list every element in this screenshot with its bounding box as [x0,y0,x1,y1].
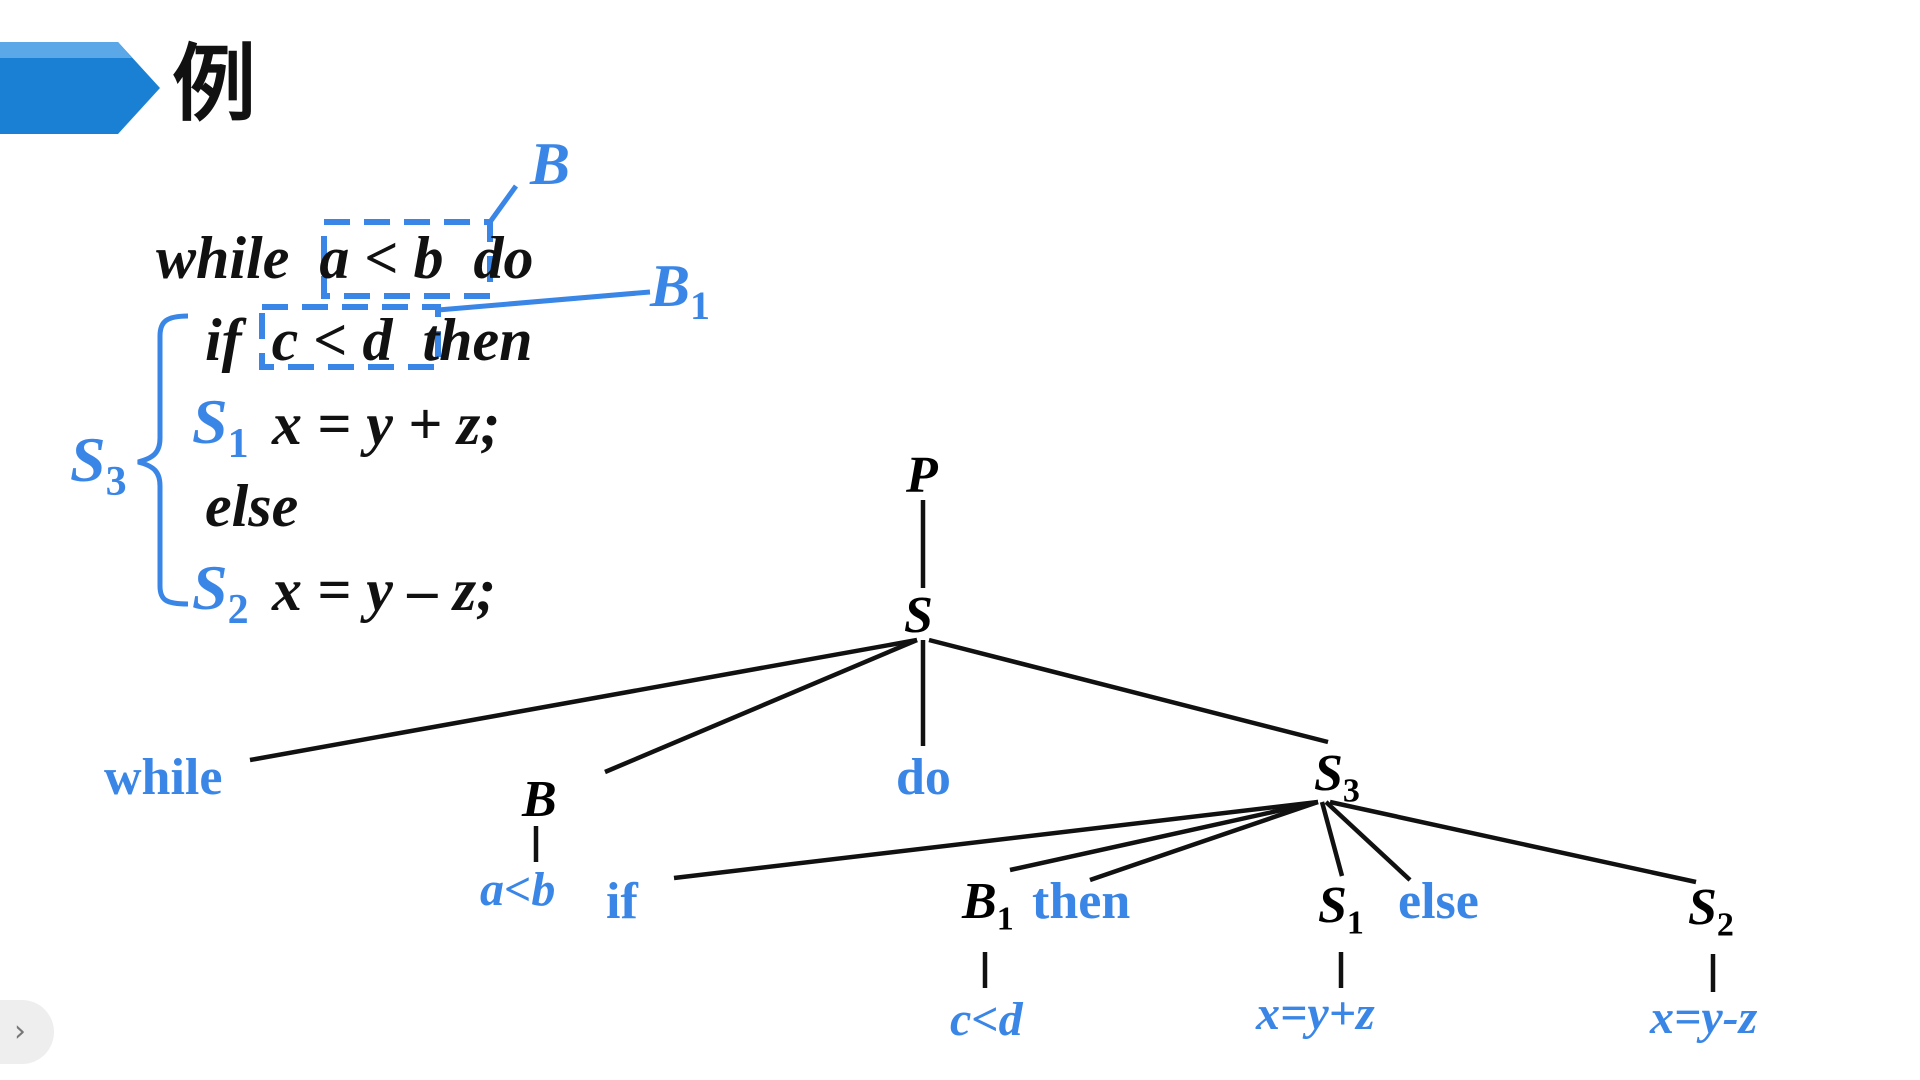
code-line-else: else [205,473,299,539]
tree-node-s2: S2 [1688,879,1734,944]
tree-node-else: else [1398,873,1479,930]
code-line-s1-body: x = y + z; [272,391,501,457]
header-banner [0,42,160,134]
tree-node-do: do [896,749,951,806]
edge-s3-b1 [1009,799,1319,873]
tree-leaf-x-eq-y-plus-z: x=y+z [1256,987,1375,1040]
edge-s3-else [1324,800,1412,882]
edge-s3-s1 [1319,801,1345,877]
edge-s-while [249,637,918,763]
tree-node-s1: S1 [1318,877,1364,942]
chevron-right-icon: › [14,1014,26,1049]
tree-node-while: while [104,749,223,806]
annotation-s3: S3 [70,424,127,505]
annotation-b1: B1 [650,253,711,328]
tree-node-p: P [906,447,938,504]
slide-nav-button[interactable]: › [0,1000,54,1064]
tree-leaf-x-eq-y-minus-z: x=y-z [1650,991,1758,1044]
edge-s3-if [673,799,1319,881]
code-line-s2-body: x = y – z; [272,557,497,623]
annotation-b: B [530,131,571,197]
tree-node-if: if [606,873,638,930]
annotation-s2: S2 [192,552,249,633]
code-line-while: while a < b do [156,225,534,291]
edge-s3-then [1089,799,1319,883]
page-title: 例 [172,35,257,133]
tree-node-b: B [522,771,557,828]
leader-b1 [437,289,651,313]
dashed-box-b1 [259,304,441,370]
tree-node-s3: S3 [1314,745,1360,810]
tree-node-then: then [1032,873,1131,930]
annotation-s1: S1 [192,386,249,467]
tree-node-s: S [904,587,933,644]
tree-leaf-c-lt-d: c<d [950,993,1023,1046]
code-line-if: if c < d then [205,307,533,373]
brace-s3 [137,313,189,607]
dashed-box-b [321,219,493,299]
tree-leaf-a-lt-b: a<b [480,863,556,916]
edge-s-s3 [928,637,1329,745]
edge-s3-s2 [1329,799,1697,885]
leader-b [487,184,519,224]
tree-node-b1: B1 [962,873,1014,938]
edge-s-b [604,637,918,775]
